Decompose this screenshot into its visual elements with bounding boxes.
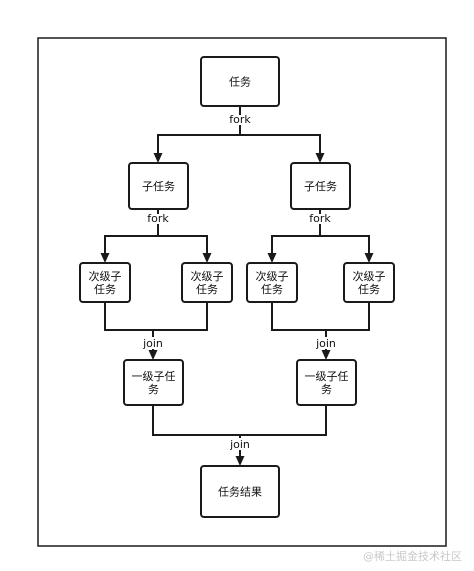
node-layer: 任务子任务子任务次级子任务次级子任务次级子任务次级子任务一级子任务一级子任务任务… — [79, 56, 395, 518]
edge-label-layer: fork fork fork join join join — [140, 111, 338, 453]
diagram-frame — [37, 37, 447, 547]
node-root: 任务 — [200, 56, 280, 107]
node-label: 次级子 — [353, 269, 386, 283]
node-label: 任务结果 — [218, 486, 262, 499]
edge-root-left — [157, 106, 241, 155]
node-label: 子任务 — [142, 180, 175, 193]
arrowhead-icon — [202, 253, 212, 263]
node-box — [123, 359, 184, 406]
node-child-right: 子任务 — [290, 162, 351, 210]
edge-label-join-bottom: join — [229, 438, 250, 451]
arrowhead-icon — [153, 153, 163, 163]
node-label: 一级子任 — [132, 370, 176, 383]
node-label: 次级子 — [89, 269, 122, 283]
arrowhead-icon — [100, 253, 110, 263]
node-label: 任务 — [94, 283, 116, 296]
edge-child-right-sub4 — [320, 235, 370, 255]
node-label: 任务 — [261, 283, 283, 296]
edge-child-left-sub1 — [104, 209, 159, 255]
node-box — [200, 56, 280, 107]
edge-label-fork-top: fork — [229, 113, 251, 126]
node-label: 一级子任 — [305, 370, 349, 383]
watermark: @稀土掘金技术社区 — [363, 550, 462, 563]
node-result: 任务结果 — [200, 465, 280, 518]
arrowhead-icon — [148, 350, 158, 360]
arrowhead-icon — [321, 350, 331, 360]
node-box — [181, 262, 233, 303]
edge-child-left-sub2 — [158, 235, 208, 255]
node-label: 子任务 — [304, 180, 337, 193]
arrowhead-icon — [267, 253, 277, 263]
edge-label-join-left: join — [142, 337, 163, 350]
edge-level1-join — [152, 405, 327, 436]
node-box — [128, 162, 189, 210]
node-box — [246, 262, 298, 303]
node-label: 务 — [321, 383, 332, 396]
edge-root-right — [240, 134, 321, 155]
node-box — [290, 162, 351, 210]
node-box — [343, 262, 395, 303]
edge-sub3-join — [271, 302, 370, 331]
edge-child-right-sub3 — [271, 209, 321, 255]
edge-label-join-right: join — [315, 337, 336, 350]
node-label: 次级子 — [256, 269, 289, 283]
node-label: 任务 — [196, 283, 218, 296]
connector-layer — [100, 106, 374, 466]
arrowhead-icon — [364, 253, 374, 263]
arrowhead-icon — [315, 153, 325, 163]
arrowhead-icon — [235, 456, 245, 466]
node-box — [200, 465, 280, 518]
edge-sub1-join — [104, 302, 208, 331]
node-label: 务 — [148, 383, 159, 396]
node-child-left: 子任务 — [128, 162, 189, 210]
edge-label-fork-left: fork — [147, 212, 169, 225]
edge-label-fork-right: fork — [309, 212, 331, 225]
node-box — [79, 262, 131, 303]
node-label: 任务 — [229, 76, 251, 89]
node-label: 任务 — [358, 283, 380, 296]
node-label: 次级子 — [191, 269, 224, 283]
node-box — [296, 359, 357, 406]
